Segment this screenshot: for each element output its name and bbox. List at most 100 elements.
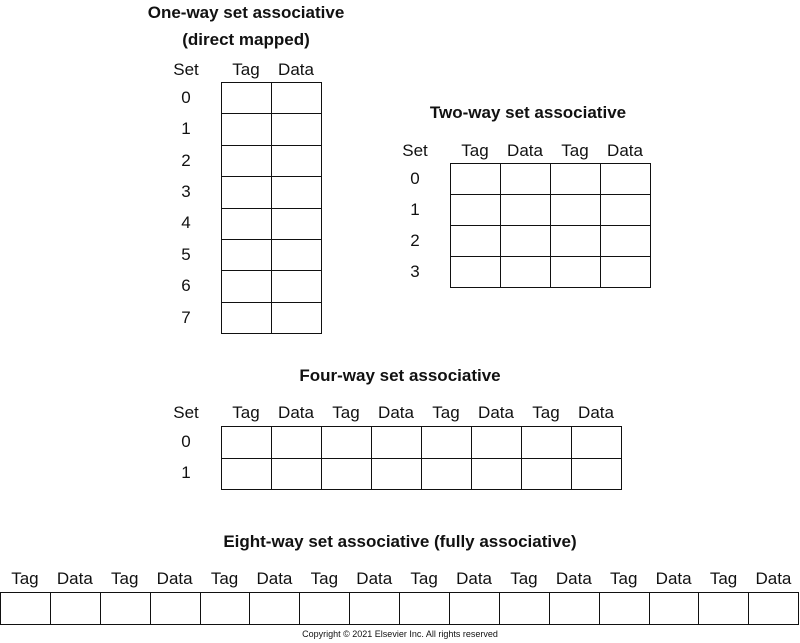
eight-way-col-header-data: Data [56,569,93,588]
four-way-col-header-tag: Tag [232,403,260,422]
data-cell [271,176,322,209]
one-way-set-label: Set [173,60,199,79]
two-way-set-number: 3 [410,261,420,281]
data-cell [371,457,422,490]
data-cell [149,592,201,625]
one-way-subtitle: (direct mapped) [182,30,310,49]
tag-cell [221,238,272,272]
eight-way-col-header-data: Data [356,569,393,588]
one-way-cache-grid [221,81,322,335]
four-way-col-header-tag: Tag [332,403,360,422]
tag-cell [421,457,472,490]
data-cell [500,194,551,226]
tag-cell [299,592,351,625]
eight-way-col-header-tag: Tag [111,569,139,588]
table-row [221,81,322,115]
two-way-col-header-tag: Tag [461,141,489,160]
data-cell [271,207,322,240]
four-way-col-header-tag: Tag [532,403,560,422]
eight-way-col-header-tag: Tag [210,569,239,588]
data-cell [349,592,401,625]
eight-way-col-header-data: Data [256,569,293,588]
two-way-col-header-data: Data [607,141,643,160]
data-cell [271,426,322,459]
eight-way-col-header-data: Data [655,569,692,588]
data-cell [371,426,422,459]
copyright-footer: Copyright © 2021 Elsevier Inc. All right… [302,629,498,639]
one-way-set-number: 6 [181,276,191,296]
tag-cell [498,592,550,625]
four-way-title: Four-way set associative [299,366,501,385]
tag-cell [521,426,572,459]
tag-cell [221,457,272,490]
one-way-set-number: 7 [181,307,191,327]
tag-cell [221,81,272,115]
eight-way-col-header-tag: Tag [709,569,738,588]
data-cell [271,301,322,335]
table-row [221,113,322,146]
data-cell [471,426,522,459]
tag-cell [321,457,372,490]
tag-cell [421,426,472,459]
table-row [221,176,322,209]
data-cell [271,238,322,272]
tag-cell [221,144,272,178]
table-row [450,225,651,257]
table-row [221,426,622,459]
one-way-col-header-tag: Tag [232,60,260,79]
eight-way-col-header-tag: Tag [510,569,538,588]
tag-cell [450,225,501,257]
two-way-col-header-data: Data [507,141,543,160]
table-row [0,592,800,625]
tag-cell [598,592,650,625]
tag-cell [221,113,272,146]
data-cell [571,457,622,490]
tag-cell [199,592,251,625]
one-way-set-number: 3 [181,181,191,201]
two-way-set-label: Set [402,141,428,160]
data-cell [449,592,500,625]
table-row [221,270,322,303]
table-row [221,457,622,490]
tag-cell [550,163,601,195]
tag-cell [0,592,51,625]
tag-cell [450,256,501,288]
table-row [450,163,651,195]
tag-cell [99,592,151,625]
four-way-set-label: Set [173,403,199,422]
one-way-col-header-data: Data [278,60,314,79]
data-cell [271,81,322,115]
two-way-col-header-tag: Tag [561,141,589,160]
eight-way-col-header-data: Data [456,569,493,588]
two-way-title: Two-way set associative [429,103,627,122]
tag-cell [221,176,272,209]
four-way-col-header-data: Data [478,403,514,422]
data-cell [600,194,651,226]
four-way-col-header-tag: Tag [432,403,460,422]
data-cell [600,225,651,257]
data-cell [748,592,800,625]
tag-cell [399,592,451,625]
eight-way-col-header-data: Data [555,569,592,588]
four-way-col-header-data: Data [278,403,314,422]
data-cell [271,270,322,303]
data-cell [271,144,322,178]
four-way-cache-grid [221,426,622,490]
tag-cell [221,270,272,303]
tag-cell [221,207,272,240]
data-cell [600,256,651,288]
data-cell [500,163,551,195]
tag-cell [321,426,372,459]
eight-way-col-header-tag: Tag [310,569,339,588]
tag-cell [550,256,601,288]
table-row [221,238,322,272]
data-cell [500,256,551,288]
table-row [221,301,322,335]
one-way-set-number: 0 [181,87,191,107]
data-cell [49,592,101,625]
eight-way-title: Eight-way set associative (fully associa… [223,532,577,551]
one-way-set-number: 2 [181,150,191,170]
four-way-set-number: 1 [181,463,191,483]
data-cell [271,113,322,146]
data-cell [249,592,301,625]
